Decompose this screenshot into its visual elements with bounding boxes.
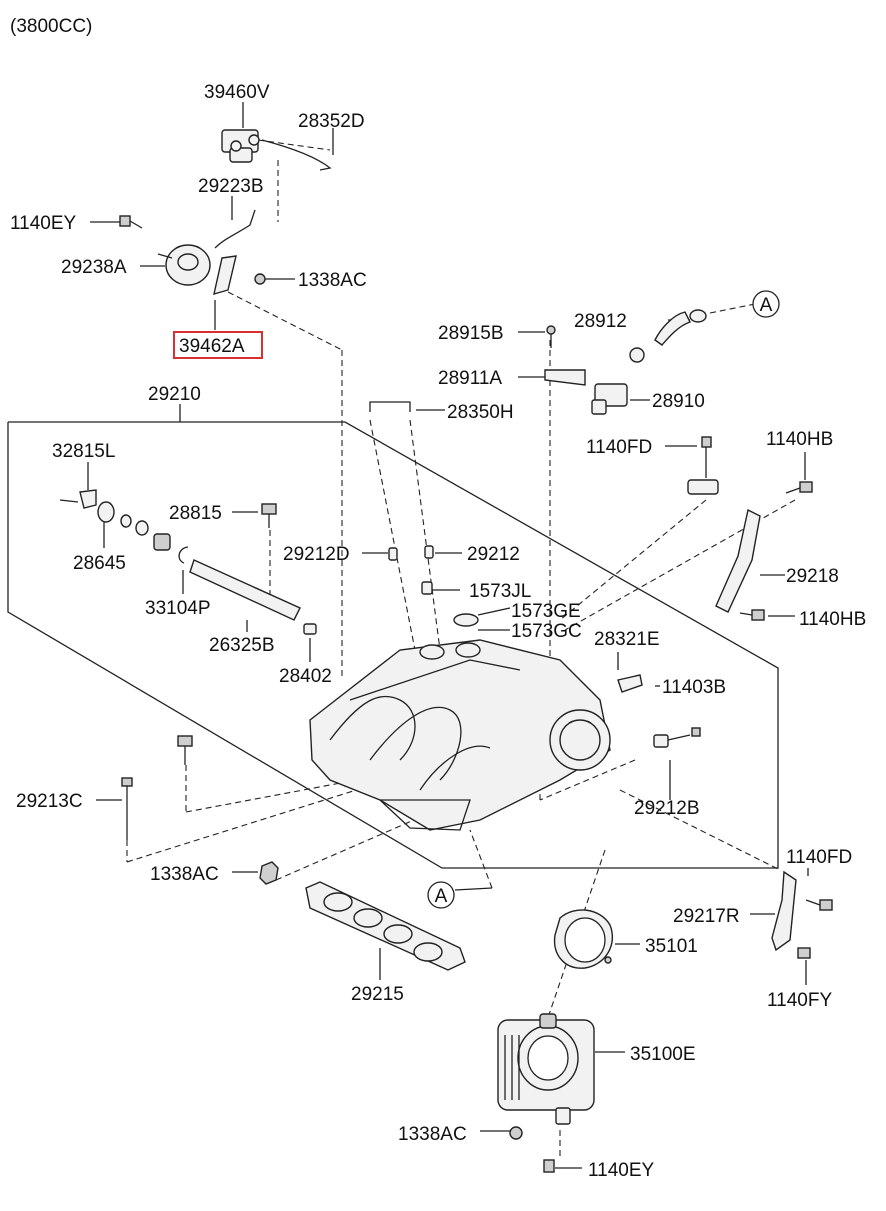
- throttle-body-35100E: [497, 1013, 595, 1125]
- vacuum-hose-28352D: [261, 139, 332, 171]
- callout-1140HB-bottom[interactable]: 1140HB: [799, 609, 866, 630]
- callout-28350H[interactable]: 28350H: [447, 402, 514, 423]
- nut-1338AC-mid: [259, 861, 279, 885]
- bolt-1140FY: [797, 947, 811, 959]
- callout-26325B[interactable]: 26325B: [209, 635, 275, 656]
- nut-1338AC-bottom: [509, 1126, 523, 1140]
- highlight-box-39462A: [173, 331, 263, 359]
- callout-1573GC[interactable]: 1573GC: [511, 621, 582, 642]
- gasket-35101: [553, 909, 614, 969]
- bolt-1140FD-bottom: [805, 899, 833, 911]
- bolt-1140EY-top: [119, 215, 143, 229]
- callout-1338AC-top[interactable]: 1338AC: [298, 270, 367, 291]
- callout-28911A[interactable]: 28911A: [438, 368, 502, 389]
- reference-marker-a-mid: A: [427, 881, 455, 909]
- sensor-1140FD: [687, 436, 719, 495]
- bracket-28911A: [544, 369, 586, 386]
- callout-29212[interactable]: 29212: [467, 544, 520, 565]
- callout-1140EY-top[interactable]: 1140EY: [10, 213, 77, 234]
- callout-1573JL[interactable]: 1573JL: [469, 581, 531, 602]
- hose-clamp: [689, 309, 707, 323]
- callout-39460V[interactable]: 39460V: [204, 82, 270, 103]
- bracket-29217R: [771, 870, 797, 952]
- callout-28402[interactable]: 28402: [279, 666, 332, 687]
- cap-1573GE: [453, 613, 479, 627]
- hose-29212D: [388, 547, 398, 561]
- callout-29215[interactable]: 29215: [351, 984, 404, 1005]
- callout-29238A[interactable]: 29238A: [61, 257, 127, 278]
- callout-1140FD-mid[interactable]: 1140FD: [586, 437, 652, 458]
- callout-1338AC-bottom[interactable]: 1338AC: [398, 1124, 467, 1145]
- engine-label: (3800CC): [10, 16, 92, 37]
- bushing-medium: [135, 520, 149, 536]
- callout-29210[interactable]: 29210: [148, 384, 201, 405]
- bolt-short: [177, 735, 193, 765]
- hose-29212: [424, 545, 434, 559]
- callout-1338AC-mid[interactable]: 1338AC: [150, 864, 219, 885]
- callout-35101[interactable]: 35101: [645, 936, 698, 957]
- bolt-28815: [261, 503, 277, 528]
- reference-marker-a-top-label: A: [760, 295, 773, 316]
- callout-28815[interactable]: 28815: [169, 503, 222, 524]
- callout-1573GE[interactable]: 1573GE: [511, 601, 581, 622]
- bushing-28402: [303, 623, 317, 635]
- callout-1140FY[interactable]: 1140FY: [767, 990, 832, 1011]
- map-sensor-28910: [591, 347, 645, 415]
- callout-11403B[interactable]: 11403B: [662, 677, 726, 698]
- callout-29212D[interactable]: 29212D: [283, 544, 350, 565]
- reference-marker-a-mid-label: A: [435, 886, 448, 907]
- intake-manifold-29210: [309, 639, 611, 831]
- vacuum-hose-28350H: [369, 401, 411, 412]
- bracket-29238A: [157, 244, 211, 286]
- callout-35100E[interactable]: 35100E: [630, 1044, 696, 1065]
- snap-ring: [178, 546, 189, 564]
- gasket-29215: [305, 881, 466, 971]
- bracket-39462A: [213, 255, 237, 295]
- callout-29213C[interactable]: 29213C: [16, 791, 83, 812]
- sensor-28321E: [617, 674, 643, 693]
- callout-28645[interactable]: 28645: [73, 553, 126, 574]
- callout-28910[interactable]: 28910: [652, 391, 705, 412]
- callout-28915B[interactable]: 28915B: [438, 323, 504, 344]
- cap-1573JL: [421, 581, 433, 595]
- bolt-1140EY-bottom: [543, 1159, 555, 1173]
- callout-32815L[interactable]: 32815L: [52, 441, 115, 462]
- shaft-26325B: [189, 559, 301, 621]
- bolt-1140HB-bottom: [739, 609, 765, 621]
- washer-28645: [97, 501, 115, 523]
- callout-29217R[interactable]: 29217R: [673, 906, 740, 927]
- bracket-29218: [715, 508, 761, 613]
- bushing-33104P: [153, 533, 171, 551]
- callout-29212B[interactable]: 29212B: [634, 798, 700, 819]
- callout-29218[interactable]: 29218: [786, 566, 839, 587]
- callout-29223B[interactable]: 29223B: [198, 176, 264, 197]
- bolt-29213C: [121, 777, 133, 840]
- callout-1140FD-bottom[interactable]: 1140FD: [786, 847, 852, 868]
- bolt-11403B: [691, 727, 701, 737]
- hose-29223B: [214, 209, 256, 249]
- callout-28321E[interactable]: 28321E: [594, 629, 660, 650]
- nut-1338AC-top: [254, 273, 266, 285]
- fitting-29212B: [653, 734, 691, 748]
- callout-28352D[interactable]: 28352D: [298, 111, 365, 132]
- callout-39462A[interactable]: 39462A: [179, 336, 245, 357]
- callout-28912[interactable]: 28912: [574, 311, 627, 332]
- purge-control-valve: [221, 129, 260, 163]
- bolt-1140HB-top: [785, 481, 813, 494]
- bushing-small: [120, 514, 132, 528]
- callout-1140EY-bottom[interactable]: 1140EY: [588, 1160, 655, 1181]
- leader-lines: [7, 102, 809, 1169]
- callout-labels: 39460V 28352D 29223B 1140EY 29238A 1338A…: [10, 82, 866, 1181]
- actuator-32815L: [59, 489, 97, 509]
- hose-28912: [654, 311, 691, 346]
- callout-1140HB-top[interactable]: 1140HB: [766, 429, 833, 450]
- sensor-bolt-28915B: [546, 325, 556, 348]
- reference-marker-a-top: A: [752, 290, 780, 318]
- callout-33104P[interactable]: 33104P: [145, 598, 211, 619]
